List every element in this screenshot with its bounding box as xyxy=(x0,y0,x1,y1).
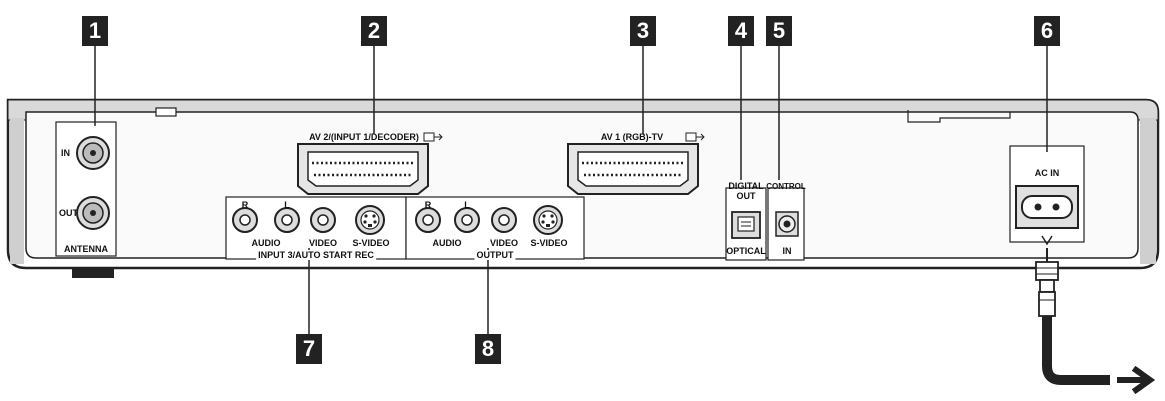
callout-3: 3 xyxy=(630,16,656,46)
callout-4: 4 xyxy=(728,16,754,46)
right-side-shade xyxy=(1140,118,1156,264)
digital-out-label: DIGITAL OUT xyxy=(728,181,764,201)
av1-label: AV 1 (RGB)-TV xyxy=(600,132,664,142)
callout-6: 6 xyxy=(1034,16,1060,46)
output-r-label: R xyxy=(424,200,432,210)
output-jacks xyxy=(415,205,563,235)
output-svideo-label: S-VIDEO xyxy=(530,238,568,248)
av1-direction-icon xyxy=(685,132,705,142)
callout-7: 7 xyxy=(296,334,322,364)
callout-leaders xyxy=(94,46,1048,336)
input3-audio-label: AUDIO xyxy=(251,238,281,248)
callout-1: 1 xyxy=(82,16,108,46)
top-notch-right xyxy=(907,110,1011,123)
av2-scart-connector xyxy=(297,143,429,195)
antenna-out-connector xyxy=(76,196,110,230)
control-label: CONTROL xyxy=(766,182,806,191)
optical-label: OPTICAL xyxy=(726,246,766,256)
output-audio-label: AUDIO xyxy=(432,238,462,248)
output-l-label: L xyxy=(464,200,470,210)
ac-inlet xyxy=(1015,185,1079,229)
input3-svideo-label: S-VIDEO xyxy=(352,238,390,248)
callout-8: 8 xyxy=(475,334,501,364)
control-in-jack xyxy=(775,211,799,237)
control-in-label: IN xyxy=(782,246,792,256)
input3-r-label: R xyxy=(241,200,249,210)
input3-l-label: L xyxy=(284,200,290,210)
av2-direction-icon xyxy=(423,132,443,142)
antenna-out-label: OUT xyxy=(59,208,78,218)
callout-2: 2 xyxy=(361,16,387,46)
input3-jacks xyxy=(232,205,385,235)
left-side-shade xyxy=(10,118,24,264)
callout-5: 5 xyxy=(766,16,792,46)
power-cord xyxy=(1035,235,1156,395)
ac-in-label: AC IN xyxy=(1034,168,1060,178)
output-video-label: VIDEO xyxy=(489,238,519,248)
input3-label: INPUT 3/AUTO START REC xyxy=(256,250,376,260)
antenna-in-label: IN xyxy=(61,148,70,158)
output-label: OUTPUT xyxy=(474,250,516,260)
top-notch-left xyxy=(155,107,177,117)
antenna-in-connector xyxy=(76,136,110,170)
av2-label: AV 2/(INPUT 1/DECODER) xyxy=(309,132,419,142)
foot xyxy=(72,268,114,278)
input3-video-label: VIDEO xyxy=(308,238,338,248)
av1-scart-connector xyxy=(567,143,699,195)
antenna-label: ANTENNA xyxy=(64,244,108,254)
optical-connector xyxy=(731,211,761,239)
